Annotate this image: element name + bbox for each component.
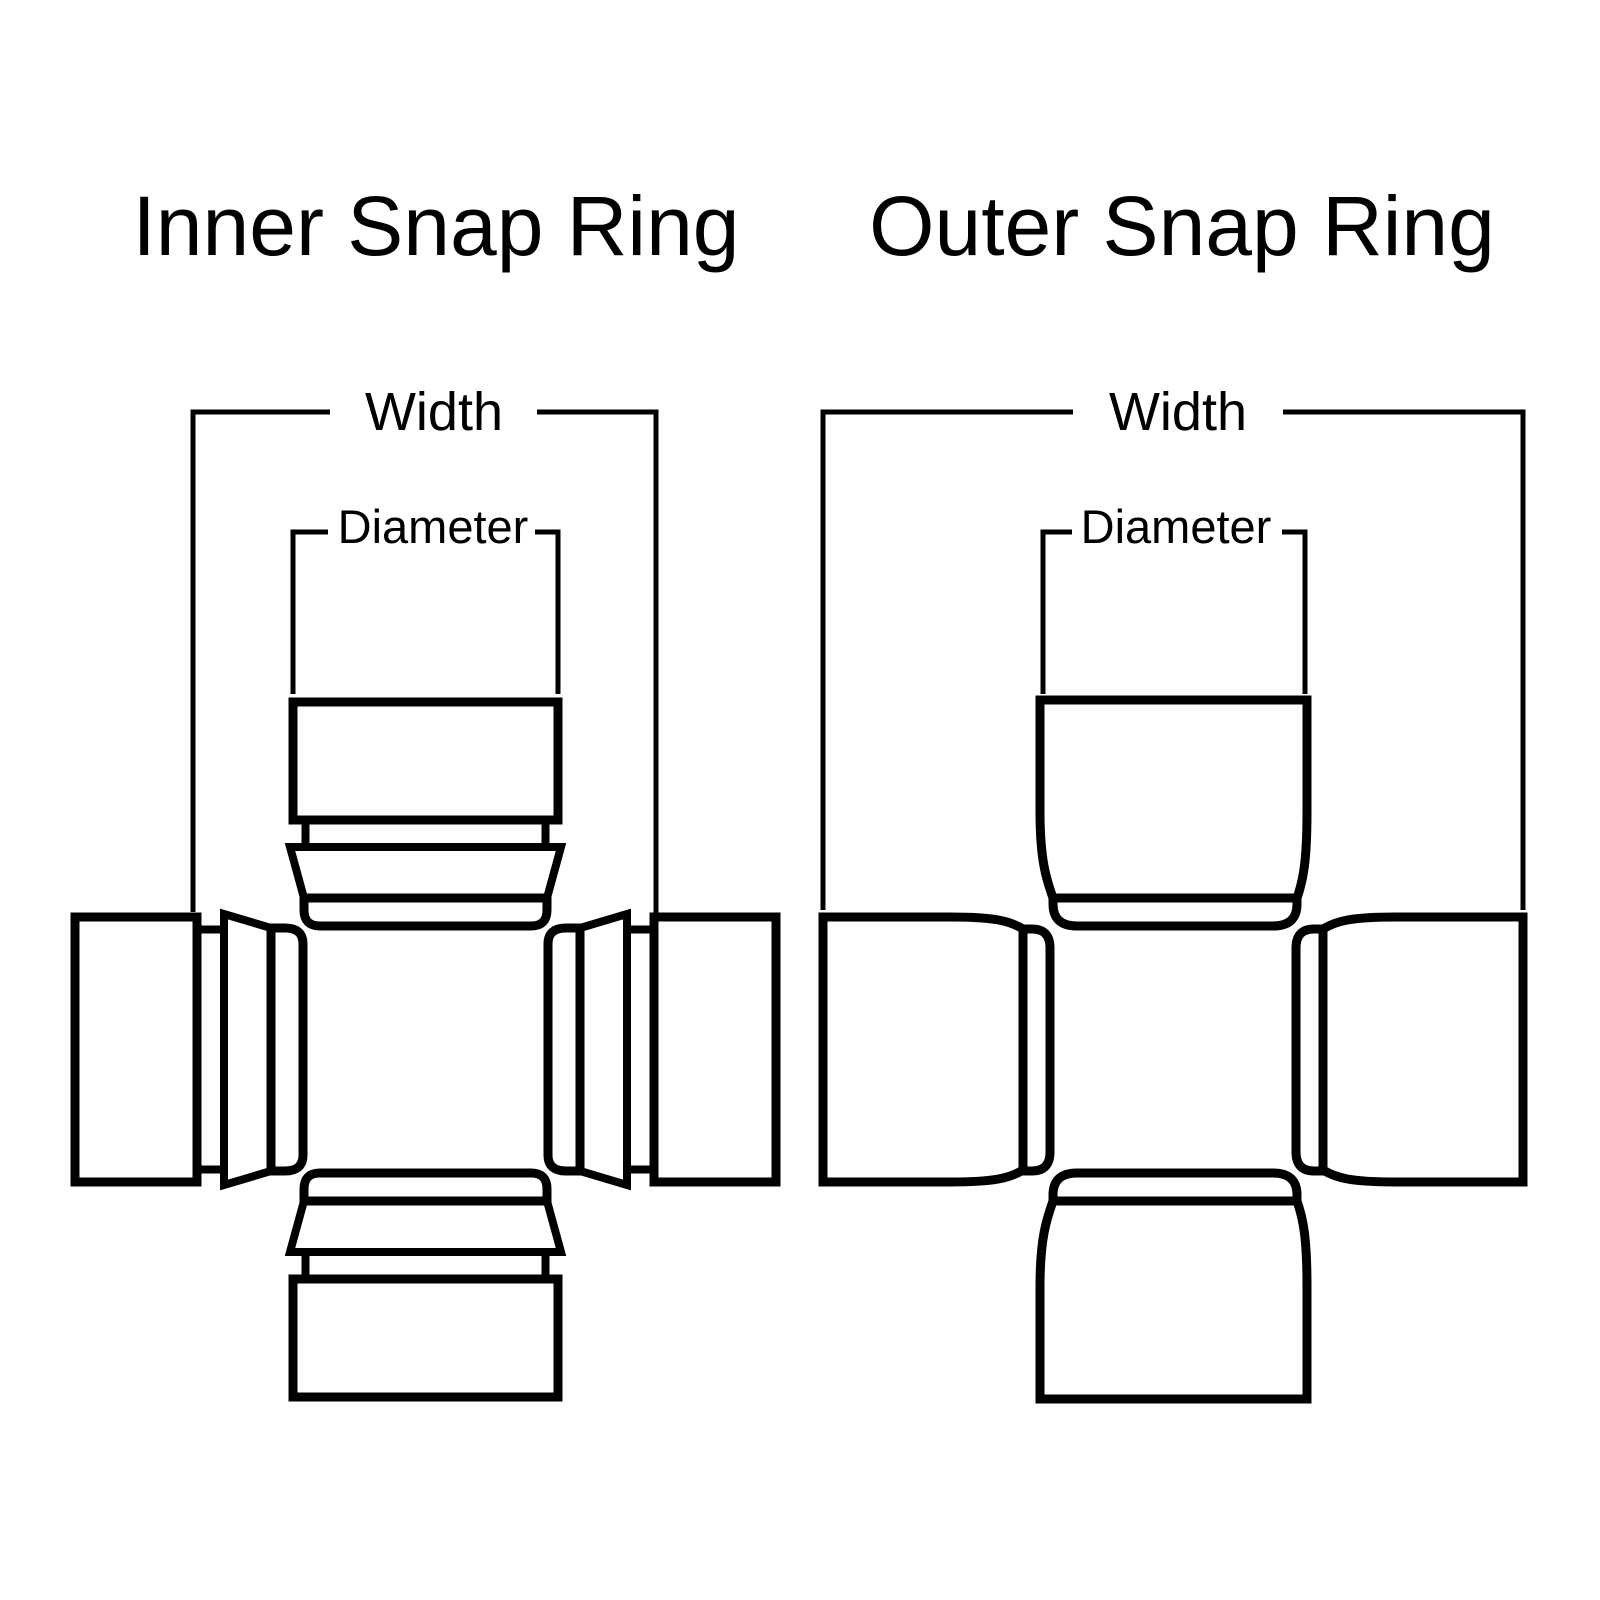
inner-diagram-title: Inner Snap Ring bbox=[132, 179, 739, 273]
outer-diameter-bracket-right bbox=[1282, 529, 1308, 694]
inner-top-seal bbox=[284, 843, 567, 902]
inner-diameter-bracket: Diameter bbox=[290, 500, 561, 694]
outer-diagram-title: Outer Snap Ring bbox=[869, 179, 1495, 273]
outer-diameter-label: Diameter bbox=[1081, 500, 1272, 553]
inner-bottom-seal bbox=[284, 1197, 567, 1256]
outer-width-label: Width bbox=[1109, 382, 1247, 442]
inner-width-bracket-left bbox=[190, 409, 330, 912]
inner-left-bearing-cap bbox=[70, 908, 308, 1191]
outer-right-bearing-cap bbox=[1291, 912, 1528, 1187]
outer-width-bracket: Width bbox=[820, 382, 1526, 910]
inner-right-cap bbox=[649, 912, 781, 1187]
outer-bottom-cap bbox=[1035, 1196, 1312, 1404]
inner-diameter-label: Diameter bbox=[338, 500, 529, 553]
outer-bottom-bearing-cap bbox=[1035, 1168, 1312, 1404]
outer-left-bearing-cap bbox=[818, 912, 1055, 1187]
inner-right-seal bbox=[576, 908, 631, 1191]
outer-width-bracket-right bbox=[1283, 409, 1526, 910]
outer-diameter-bracket-left bbox=[1040, 529, 1072, 694]
outer-top-cap bbox=[1035, 695, 1312, 903]
inner-bottom-trunnion bbox=[299, 1168, 552, 1206]
inner-right-trunnion bbox=[543, 923, 585, 1176]
inner-top-bearing-cap bbox=[284, 697, 567, 931]
outer-top-bearing-cap bbox=[1035, 695, 1312, 931]
outer-left-cap bbox=[818, 912, 1028, 1187]
inner-right-bearing-cap bbox=[543, 908, 781, 1191]
inner-width-bracket-right bbox=[537, 409, 659, 914]
outer-left-trunnion bbox=[1018, 924, 1055, 1176]
inner-width-label: Width bbox=[365, 382, 503, 442]
inner-left-seal bbox=[220, 908, 275, 1191]
outer-snap-ring-diagram: Outer Snap Ring Width Diameter bbox=[818, 179, 1528, 1404]
outer-right-trunnion bbox=[1291, 924, 1328, 1176]
inner-width-bracket: Width bbox=[190, 382, 659, 914]
inner-top-cap bbox=[288, 697, 563, 825]
outer-right-cap bbox=[1318, 912, 1528, 1187]
inner-bottom-bearing-cap bbox=[284, 1168, 567, 1402]
outer-bottom-trunnion bbox=[1048, 1168, 1302, 1206]
outer-top-trunnion bbox=[1048, 893, 1302, 931]
inner-left-cap bbox=[70, 912, 202, 1187]
inner-bottom-cap bbox=[288, 1274, 563, 1402]
outer-diameter-bracket: Diameter bbox=[1040, 500, 1308, 694]
inner-diameter-bracket-right bbox=[535, 529, 561, 694]
outer-width-bracket-left bbox=[820, 409, 1073, 910]
inner-top-trunnion bbox=[299, 893, 552, 931]
inner-left-trunnion bbox=[266, 923, 308, 1176]
inner-diameter-bracket-left bbox=[290, 529, 328, 694]
inner-snap-ring-diagram: Inner Snap Ring Width Diameter bbox=[70, 179, 781, 1402]
